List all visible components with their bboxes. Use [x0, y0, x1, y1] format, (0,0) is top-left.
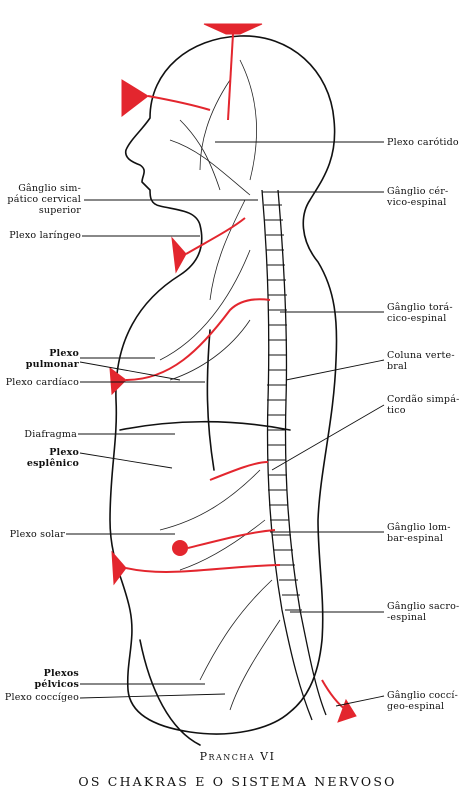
- solar-chakra: [172, 540, 188, 556]
- label-plexo-cardiaco: Plexo cardíaco: [6, 377, 79, 388]
- brow-chakra: [121, 79, 149, 118]
- leader-lines: [66, 141, 385, 707]
- label-plexos-pelvicos: Plexos pélvicos: [35, 668, 80, 690]
- label-line: pélvicos: [34, 679, 79, 690]
- label-plexo-carotido: Plexo carótido: [387, 137, 459, 148]
- label-line: Gânglio sim-: [18, 183, 81, 194]
- label-coluna-vertebral: Coluna verte- bral: [387, 350, 455, 372]
- label-line: Diafragma: [24, 429, 77, 440]
- label-line: tico: [387, 405, 406, 416]
- label-line: superior: [38, 205, 81, 216]
- label-ganglio-sacro-espinal: Gânglio sacro- -espinal: [387, 601, 459, 623]
- plate-title: OS CHAKRAS E O SISTEMA NERVOSO: [78, 774, 397, 789]
- label-ganglio-cervico-espinal: Gânglio cér- vico-espinal: [387, 186, 448, 208]
- solar-channel: [187, 529, 276, 549]
- plate-number: Prancha VI: [199, 750, 276, 763]
- label-line: bral: [387, 361, 408, 372]
- label-line: cico-espinal: [387, 313, 447, 324]
- leg-outline: [139, 639, 201, 746]
- label-line: Coluna verte-: [387, 350, 455, 361]
- label-line: esplênico: [26, 458, 79, 469]
- spleen-channel: [209, 461, 269, 481]
- label-line: Plexo coccígeo: [4, 692, 79, 703]
- label-plexo-coccigeo: Plexo coccígeo: [5, 692, 79, 703]
- chakra-markers: [109, 23, 357, 723]
- label-line: Gânglio lom-: [387, 522, 451, 533]
- label-ganglio-coccigeo-espinal: Gânglio coccí- geo-espinal: [387, 690, 458, 712]
- label-plexo-pulmonar: Plexo pulmonar: [26, 348, 79, 370]
- leader-coluna: [285, 359, 385, 381]
- label-line: -espinal: [387, 612, 427, 623]
- label-line: pático cervical: [7, 194, 81, 205]
- label-line: Plexos: [43, 668, 79, 679]
- label-cordao-simpatico: Cordão simpá- tico: [387, 394, 460, 416]
- label-line: Plexo carótido: [387, 137, 459, 148]
- label-line: Plexo: [49, 447, 79, 458]
- label-ganglio-lombar-espinal: Gânglio lom- bar-espinal: [387, 522, 451, 544]
- throat-chakra: [171, 236, 187, 274]
- diaphragm-line: [119, 420, 291, 431]
- leader-plexo-pulmonar-2: [79, 361, 181, 381]
- spinal-column: [261, 189, 327, 721]
- label-line: pulmonar: [25, 359, 79, 370]
- label-diafragma: Diafragma: [24, 429, 77, 440]
- leader-plexo-esplenico: [79, 452, 173, 469]
- crown-channel: [227, 33, 234, 121]
- sacral-channel: [125, 564, 281, 573]
- root-chakra: [337, 698, 357, 723]
- leader-cordao: [271, 404, 385, 471]
- label-line: geo-espinal: [387, 701, 445, 712]
- label-line: Gânglio coccí-: [387, 690, 458, 701]
- brow-channel: [147, 95, 211, 111]
- crown-chakra: [203, 23, 263, 35]
- label-ganglio-toracico-espinal: Gânglio torá- cico-espinal: [387, 302, 453, 324]
- label-line: bar-espinal: [387, 533, 444, 544]
- body-outline: [109, 35, 338, 735]
- leader-plexo-coccigeo: [79, 693, 226, 699]
- label-line: Plexo cardíaco: [5, 377, 79, 388]
- heart-chakra: [109, 366, 127, 396]
- nerve-network: [159, 59, 281, 711]
- root-channel: [321, 679, 347, 711]
- label-line: Plexo laríngeo: [9, 230, 81, 241]
- arm-outline: [206, 329, 215, 471]
- label-line: Gânglio cér-: [387, 186, 449, 197]
- label-line: vico-espinal: [387, 197, 447, 208]
- label-plexo-solar: Plexo solar: [10, 529, 65, 540]
- label-ganglio-simpatico-cervical-superior: Gânglio sim- pático cervical superior: [7, 183, 81, 216]
- leader-ganglio-coccigeo: [335, 695, 385, 707]
- label-plexo-esplenico: Plexo esplênico: [27, 447, 79, 469]
- sacral-chakra: [111, 550, 127, 586]
- label-plexo-laringeo: Plexo laríngeo: [9, 230, 81, 241]
- heart-channel: [125, 298, 271, 381]
- throat-channel: [185, 217, 246, 255]
- label-line: Plexo solar: [9, 529, 65, 540]
- label-line: Gânglio sacro-: [387, 601, 460, 612]
- label-line: Gânglio torá-: [387, 302, 453, 313]
- label-line: Cordão simpá-: [387, 394, 460, 405]
- label-line: Plexo: [49, 348, 79, 359]
